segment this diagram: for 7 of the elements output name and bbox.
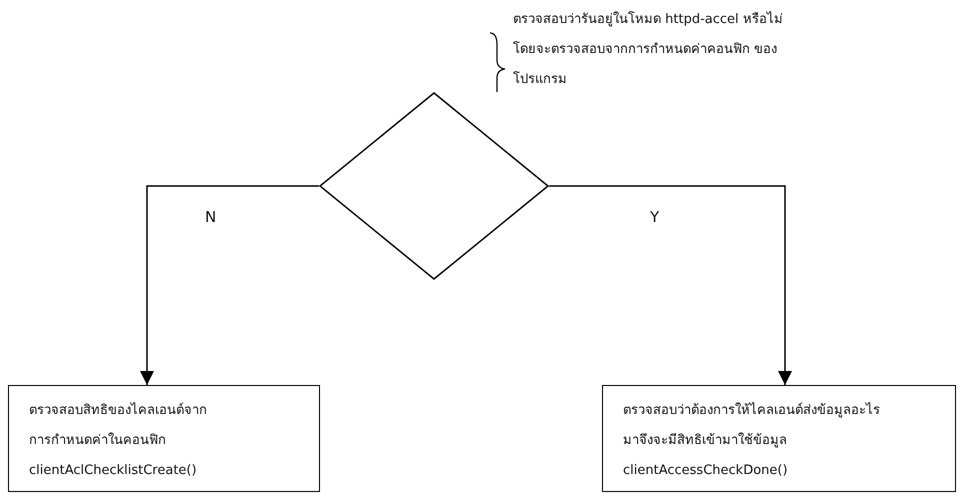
process-box: [602, 385, 956, 492]
function-name: clientAccessCheckDone(): [623, 462, 789, 480]
arrow: [140, 185, 319, 385]
process-box: [8, 385, 320, 492]
annotation-note: ตรวจสอบว่ารันอยู่ในโหมด httpd-accel หรือไม่ โดยจะตรวจสอบจากการกำหนดค่าคอนฟิก ของโปรแกรม: [513, 10, 784, 89]
function-name: clientAclChecklistCreate(): [29, 462, 198, 480]
arrow: [549, 185, 792, 385]
